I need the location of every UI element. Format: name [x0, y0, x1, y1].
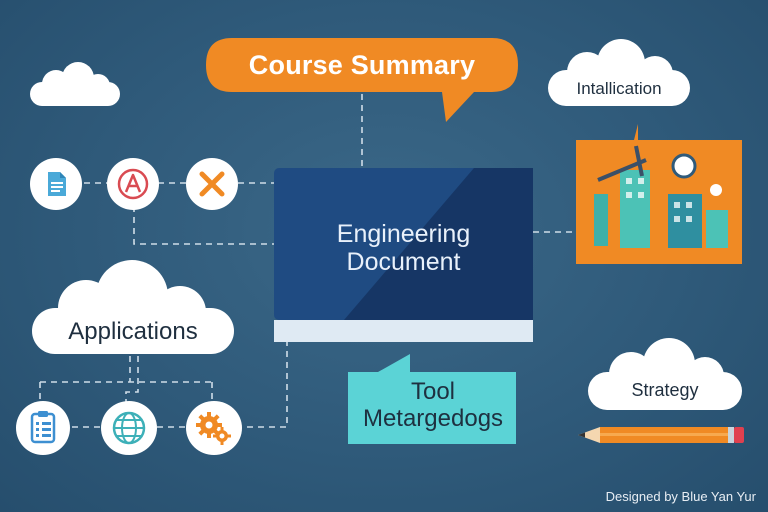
- cloud-top-right: [548, 39, 690, 106]
- center-title-line1: Engineering: [336, 220, 471, 248]
- title-text: Course Summary: [248, 50, 476, 80]
- a-circle-icon[interactable]: [107, 158, 159, 210]
- title-bubble: [206, 38, 518, 122]
- city-construction-illustration: [576, 124, 742, 264]
- tool-box: [348, 354, 516, 444]
- connector-top-row-to-center: [133, 206, 274, 245]
- connector-center-to-gears: [244, 340, 288, 428]
- tool-box-line2: Metargedogs: [362, 405, 504, 432]
- gears-icon[interactable]: [186, 401, 242, 455]
- monitor-screen: [274, 168, 533, 342]
- globe-icon[interactable]: [101, 401, 157, 455]
- x-icon[interactable]: [186, 158, 238, 210]
- cloud-applications: [32, 260, 234, 354]
- cloud-strategy: [588, 338, 742, 410]
- center-monitor: Engineering Document: [274, 168, 533, 342]
- cloud-applications-label: Applications: [68, 318, 198, 345]
- tool-box-line1: Tool: [410, 378, 456, 405]
- center-title-line2: Document: [346, 248, 461, 276]
- clipboard-list-icon[interactable]: [16, 401, 70, 455]
- credit-text: Designed by Blue Yan Yur: [605, 489, 756, 504]
- document-icon[interactable]: [30, 158, 82, 210]
- connector-cloud-to-bottom-row: [39, 356, 213, 404]
- cloud-top-right-label: Intallication: [576, 79, 662, 98]
- cloud-decor-top-left: [30, 62, 120, 106]
- cloud-strategy-label: Strategy: [631, 380, 699, 400]
- pencil-icon: [578, 427, 744, 443]
